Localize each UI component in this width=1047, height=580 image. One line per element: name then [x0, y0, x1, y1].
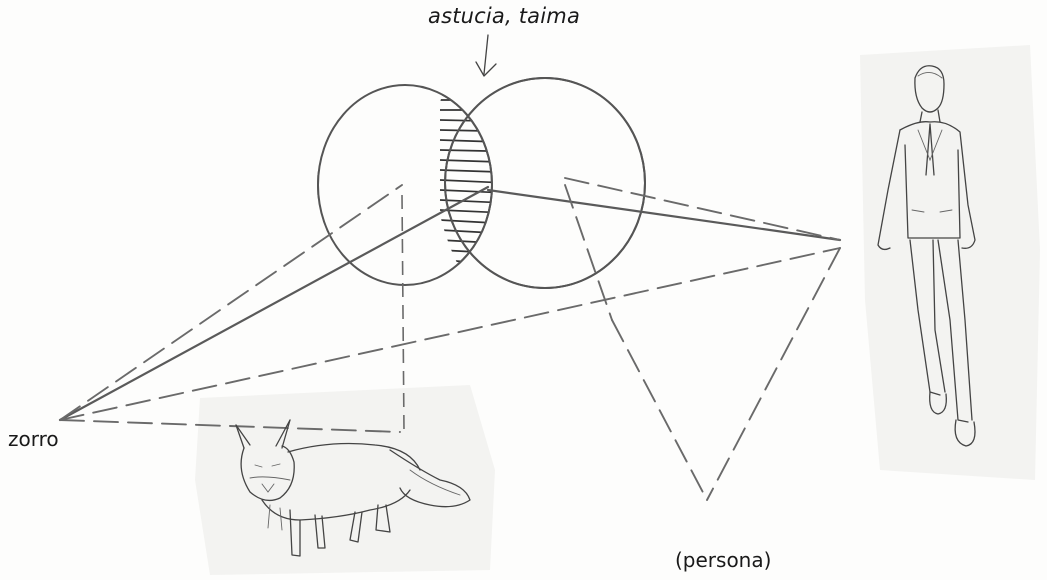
solid-line-center-to-persona: [488, 190, 840, 240]
zorro-label: zorro: [8, 427, 59, 451]
dashed-right-center-to-persona: [565, 178, 840, 240]
fox-paper-patch: [195, 385, 495, 575]
right-circle-outline: [445, 78, 645, 288]
right-circle: [445, 78, 645, 288]
persona-label: (persona): [675, 548, 771, 572]
dashed-center-to-bottom: [612, 320, 707, 500]
down-arrow-icon: [476, 35, 496, 76]
man-paper-patch: [860, 45, 1040, 480]
dashed-zorro-to-left-center: [60, 185, 402, 420]
annotation-label: astucia, taima: [428, 4, 580, 28]
solid-line-zorro-to-center: [60, 187, 488, 420]
dashed-persona-to-bottom: [707, 248, 840, 500]
hatch-mask-left: [318, 80, 470, 290]
